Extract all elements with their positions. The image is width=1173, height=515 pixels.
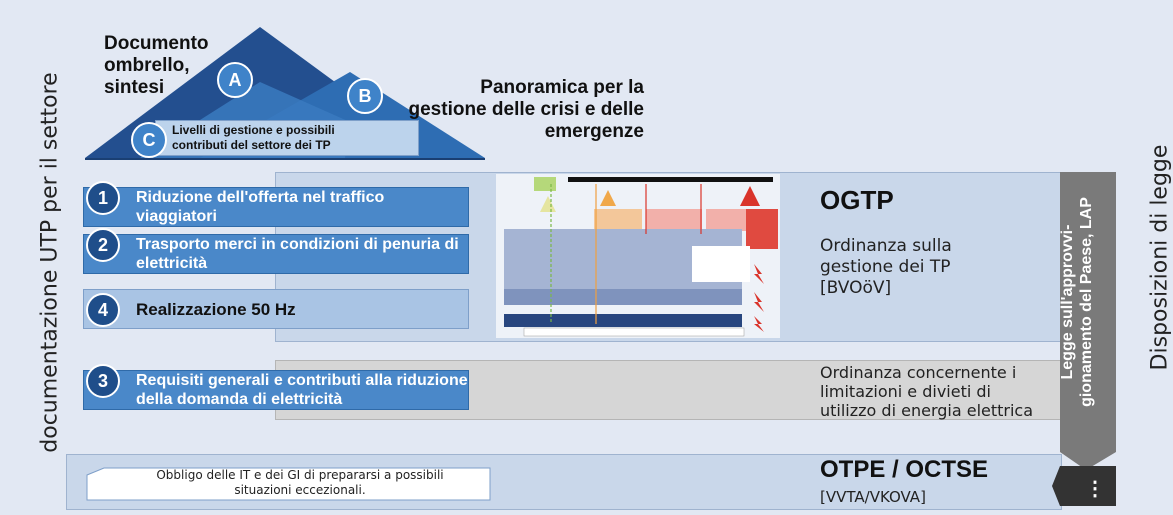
bar-4-number: 4 — [86, 293, 120, 327]
circle-c: C — [131, 122, 167, 158]
pyramid-c-box — [155, 120, 419, 156]
bar-realizzazione-50hz: Realizzazione 50 Hz — [83, 289, 469, 329]
circle-b: B — [347, 78, 383, 114]
left-vertical-label: documentazione UTP per il settore — [37, 72, 63, 453]
otpe-note: Obbligo delle IT e dei GI di prepararsi … — [156, 468, 444, 497]
bar-2-number: 2 — [86, 228, 120, 262]
otpe-description: [VVTA/VKOVA] — [820, 488, 926, 506]
law-bar-more-icon[interactable]: ⋮ — [1085, 478, 1105, 500]
pyramid-b-label: Panoramica per la gestione delle crisi e… — [408, 77, 645, 142]
ogtp-description: Ordinanza sulla gestione dei TP [BVOöV] — [820, 236, 952, 298]
ogtp-title: OGTP — [820, 185, 894, 215]
bar-trasporto-merci: Trasporto merci in condizioni di penuria… — [83, 234, 469, 274]
bar-requisiti-generali: Requisiti generali e contributi alla rid… — [83, 370, 469, 410]
ordinance-description: Ordinanza concernente i limitazioni e di… — [820, 363, 1034, 420]
otpe-note-arrow-shape — [86, 467, 491, 501]
bar-riduzione-offerta: Riduzione dell'offerta nel traffico viag… — [83, 187, 469, 227]
bar-1-number: 1 — [86, 181, 120, 215]
right-vertical-label: Disposizioni di legge — [1147, 144, 1173, 371]
otpe-title: OTPE / OCTSE — [820, 456, 989, 483]
bar-3-number: 3 — [86, 364, 120, 398]
law-bar-shape — [1052, 172, 1116, 506]
embedded-chart-graphic — [496, 174, 780, 338]
law-bar-label: Legge sull'approvvi- gionamento del Paes… — [1059, 197, 1095, 407]
pyramid-c-label: Livelli di gestione e possibili contribu… — [172, 123, 335, 152]
pyramid-a-label: Documento ombrello, sintesi — [104, 33, 209, 98]
circle-a: A — [217, 62, 253, 98]
